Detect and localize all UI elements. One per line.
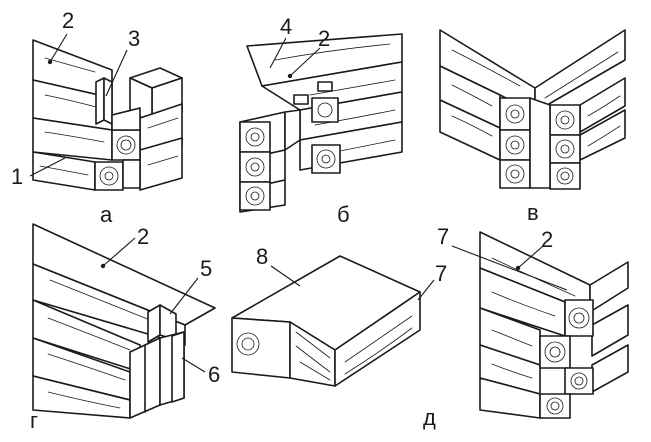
panel-a-corner-joint: 2 3 1 а [11, 8, 183, 227]
panel-g-callout-2: 2 [137, 224, 149, 249]
panel-a-callout-2: 2 [62, 8, 74, 33]
panel-d-cut-log: 8 7 д [231, 244, 447, 430]
panel-d-notch-end [231, 317, 291, 379]
panel-b-callout-2: 2 [318, 26, 330, 51]
panel-a-caption: а [100, 202, 113, 227]
panel-a-callout-1: 1 [11, 164, 23, 189]
panel-a-leader-2 [49, 33, 68, 63]
panel-e-leader-7 [451, 245, 568, 291]
panel-a-upper-wall-logs [32, 39, 113, 191]
panel-g-wall-logs [32, 223, 216, 419]
panel-v-left-wall-logs [439, 29, 536, 161]
panel-e-wall-logs [479, 231, 591, 419]
panel-a-callout-3: 3 [128, 26, 140, 51]
panel-g-caption: г [30, 408, 38, 433]
panel-e-leader-2 [517, 245, 544, 269]
panel-e-corner-joint: 7 2 [437, 224, 629, 419]
panel-a-leader-1 [29, 157, 66, 177]
panel-g-leader-5 [169, 277, 199, 315]
panel-b-dowels [293, 81, 333, 105]
panel-a-log-ends [94, 107, 141, 191]
panel-v-corner-joint: в [439, 29, 626, 225]
panel-d-caption: д [423, 405, 436, 430]
panel-g-callout-6: 6 [208, 362, 220, 387]
panel-g-callout-5: 5 [200, 256, 212, 281]
panel-b-log-ends [239, 97, 341, 213]
panel-a-tongue-3 [95, 77, 113, 125]
panel-e-cross-logs [589, 261, 629, 393]
panel-b-callout-4: 4 [280, 14, 292, 39]
panel-g-wall-with-spline: 2 5 6 г [30, 223, 220, 433]
panel-g-spline-5 [147, 304, 177, 343]
panel-g-batten-6 [129, 331, 185, 419]
panel-e-callout-7: 7 [437, 224, 449, 249]
panel-g-leader-2 [102, 237, 136, 267]
panel-v-caption: в [527, 200, 539, 225]
panel-a-cross-logs [129, 67, 183, 191]
panel-e-callout-2: 2 [541, 227, 553, 252]
panel-d-leader-8 [270, 265, 301, 287]
panel-d-callout-7: 7 [435, 261, 447, 286]
panel-d-leader-7 [417, 279, 435, 301]
panel-b-leader-4 [269, 37, 287, 69]
panel-b-leader-2 [289, 47, 321, 77]
panel-d-callout-8: 8 [256, 244, 268, 269]
panel-a-leader-3 [105, 49, 128, 97]
panel-b-corner-joint: 4 2 б [239, 14, 403, 227]
panel-g-leader-6 [181, 357, 206, 373]
panel-d-side-face [334, 291, 421, 387]
panel-v-log-ends [499, 97, 581, 190]
panel-b-caption: б [337, 202, 350, 227]
panel-e-log-ends [539, 299, 594, 419]
